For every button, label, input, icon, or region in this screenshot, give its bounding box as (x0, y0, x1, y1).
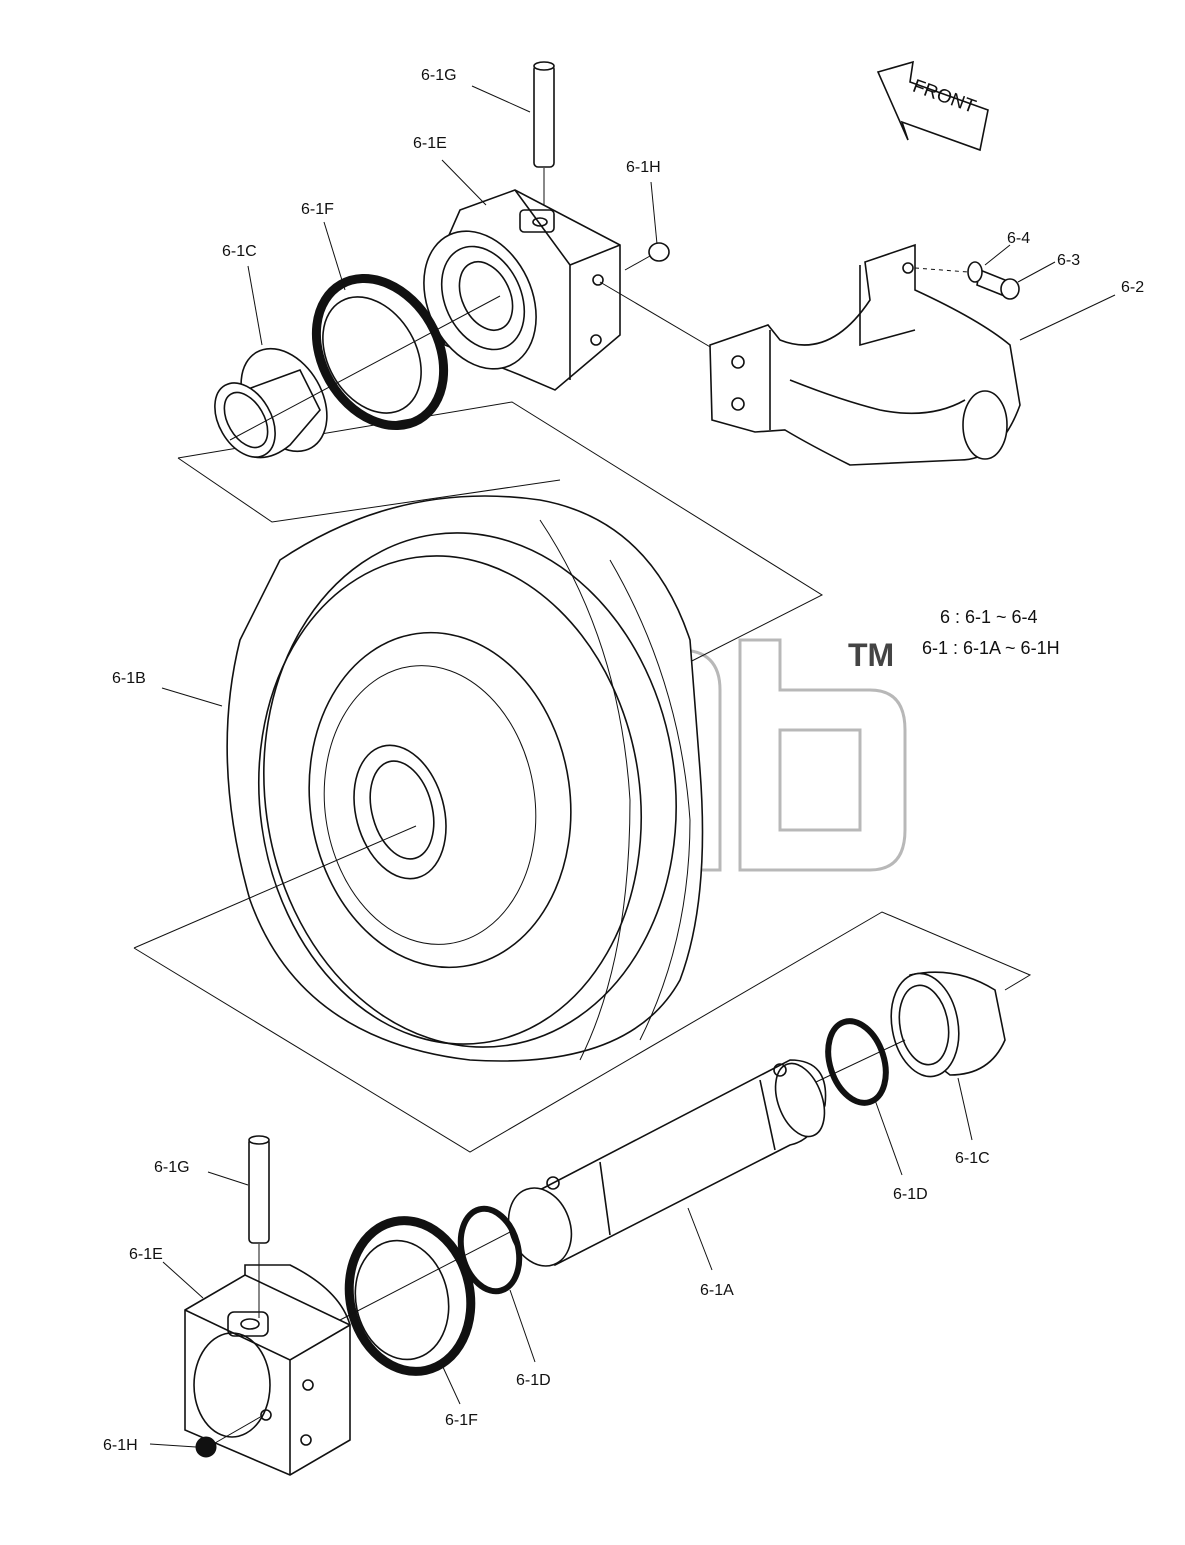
bolt-axis-line (599, 281, 713, 349)
bushing-6-1c-top (214, 347, 328, 459)
legend-line-1: 6 : 6-1 ~ 6-4 (940, 607, 1038, 627)
callout-6-1e-top: 6-1E (413, 135, 447, 152)
callout-6-1g-top: 6-1G (421, 67, 457, 84)
callout-6-3: 6-3 (1057, 252, 1080, 269)
seal-6-1f-top (311, 273, 449, 431)
seal-6-1f-bottom (344, 1216, 476, 1376)
callout-6-1h-bottom: 6-1H (103, 1437, 138, 1454)
top-axis-line (229, 295, 501, 441)
plug-6-1h-top (624, 242, 670, 271)
callout-6-1f-bottom: 6-1F (445, 1412, 478, 1429)
idler-arm-6-2 (709, 243, 1021, 466)
watermark-tm: TM (848, 637, 894, 673)
callout-6-1c-top: 6-1C (222, 243, 257, 260)
callout-6-1g-bottom: 6-1G (154, 1159, 190, 1176)
callout-6-1d-bottom: 6-1D (516, 1372, 551, 1389)
leader-lines (149, 85, 1116, 1448)
wheel-assembly-plane (133, 825, 1032, 1153)
pin-6-1g-top (533, 61, 555, 228)
callout-6-1e-bottom: 6-1E (129, 1246, 163, 1263)
callout-6-1c-right: 6-1C (955, 1150, 990, 1167)
legend-line-2: 6-1 : 6-1A ~ 6-1H (922, 638, 1060, 658)
idler-wheel-6-1b (226, 495, 704, 1062)
plug-6-1h-bottom (195, 1415, 263, 1458)
shaft-6-1a (507, 1059, 827, 1267)
pin-6-1g-bottom (248, 1135, 270, 1318)
callout-6-1d-right: 6-1D (893, 1186, 928, 1203)
callout-6-1a: 6-1A (700, 1282, 734, 1299)
bushing-6-1c-right (890, 971, 1006, 1078)
top-assembly-plane (177, 401, 824, 669)
bolt-6-3 (976, 268, 1020, 300)
callout-6-4: 6-4 (1007, 230, 1030, 247)
callout-6-1b: 6-1B (112, 670, 146, 687)
callout-6-1f-top: 6-1F (301, 201, 334, 218)
front-direction-arrow: FRONT (876, 60, 989, 152)
washer-6-4 (967, 261, 983, 283)
bracket-6-1e-bottom (184, 1264, 351, 1476)
oring-6-1d-right (825, 1018, 889, 1106)
callout-6-2: 6-2 (1121, 279, 1144, 296)
callout-6-1h-top: 6-1H (626, 159, 661, 176)
bracket-6-1e-top (423, 189, 621, 391)
